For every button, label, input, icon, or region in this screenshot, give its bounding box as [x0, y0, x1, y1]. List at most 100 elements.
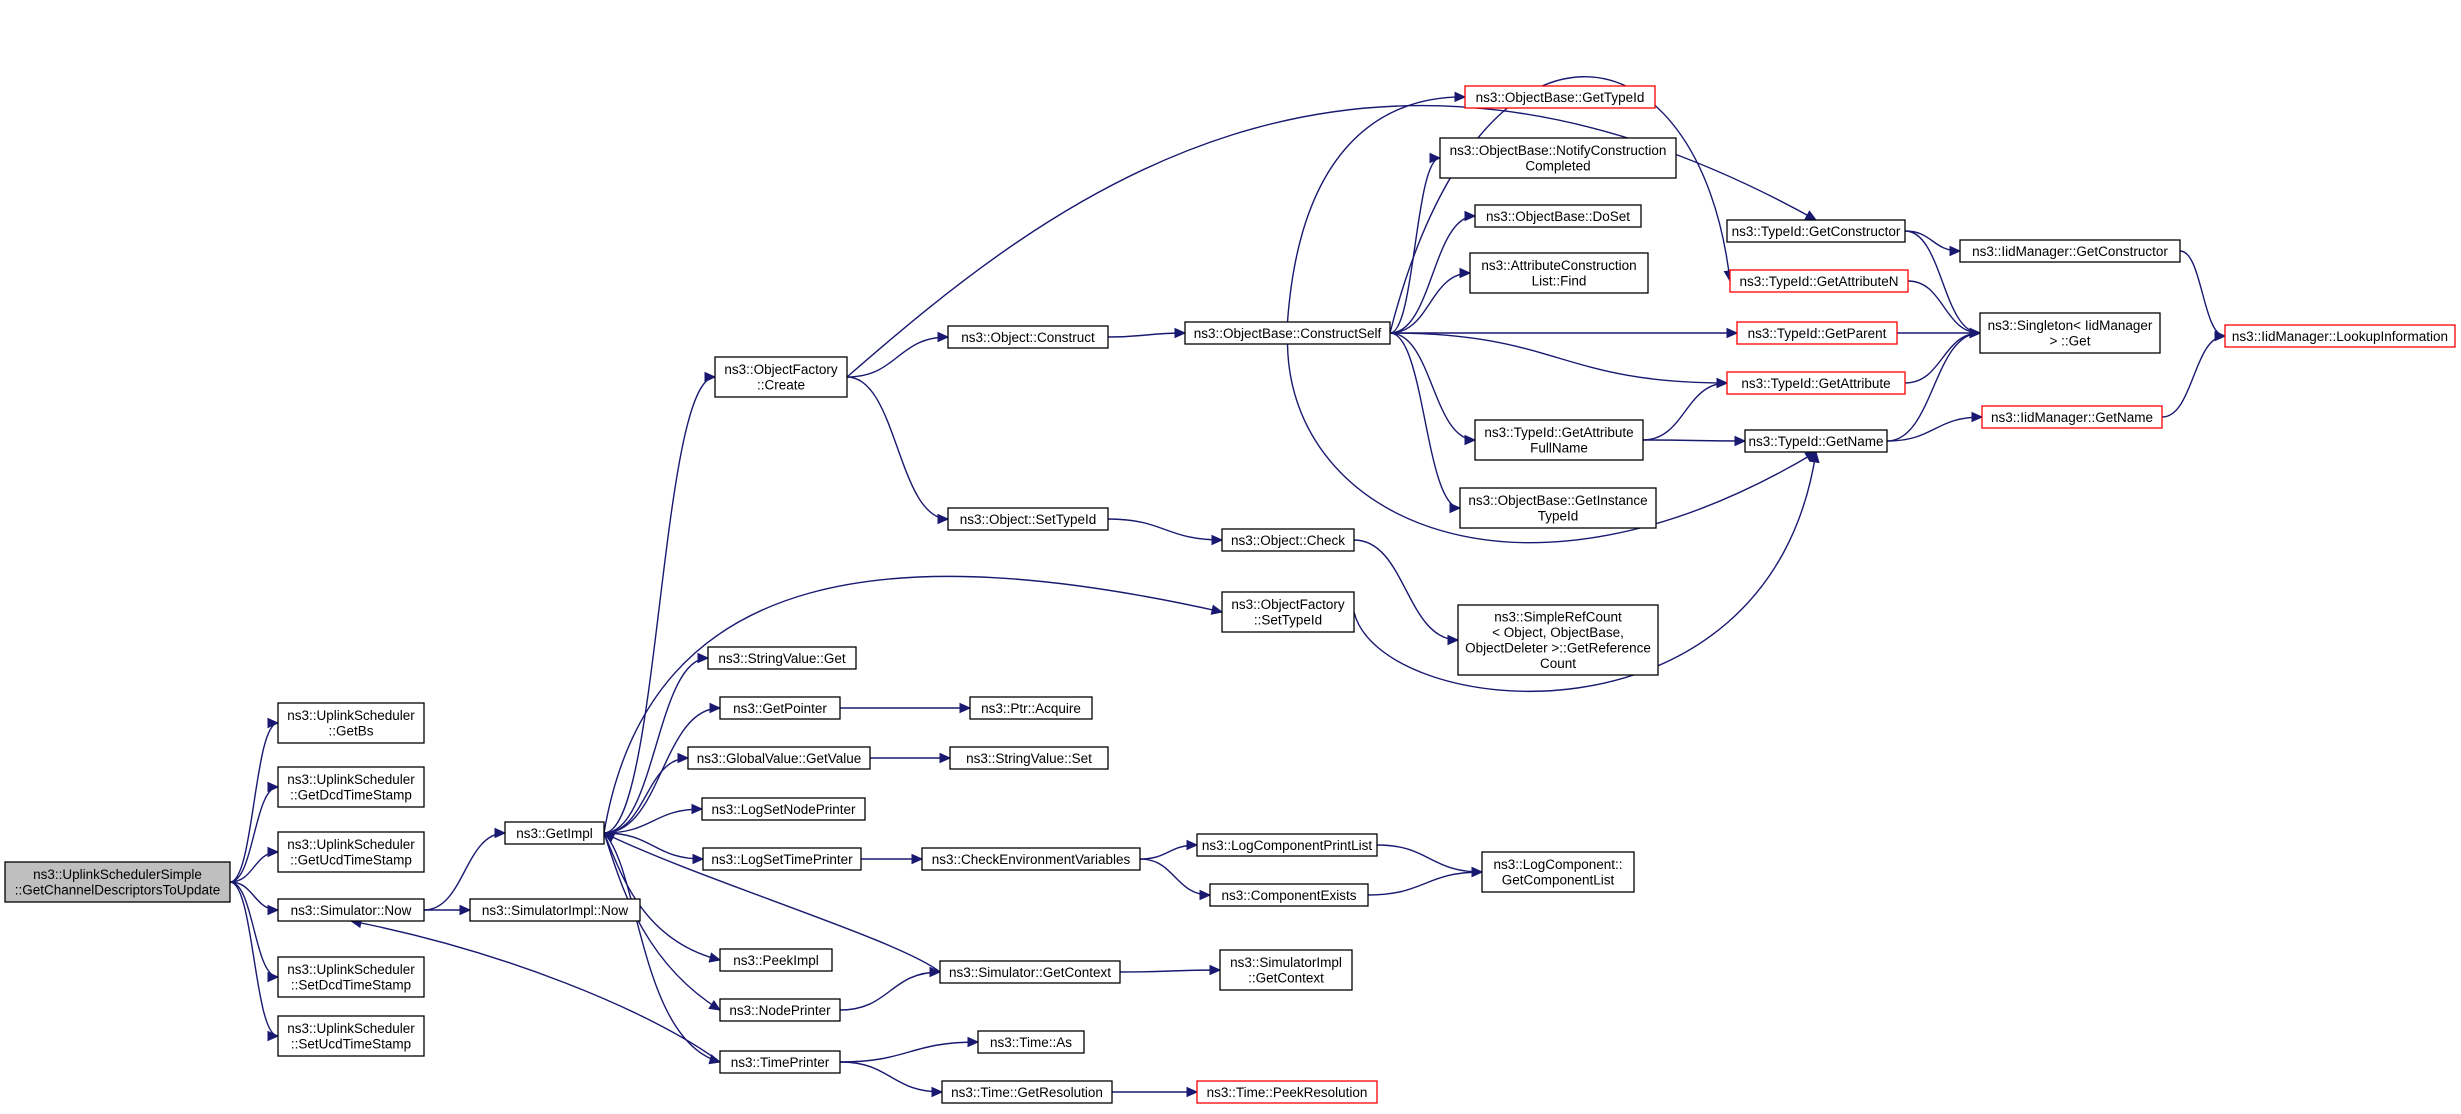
- arrowhead-gvgetvalue-to-strset: [939, 752, 952, 764]
- node-tidgetctor[interactable]: ns3::TypeId::GetConstructor: [1726, 219, 1906, 243]
- node-gvgetvalue[interactable]: ns3::GlobalValue::GetValue: [687, 746, 871, 770]
- node-box: [947, 507, 1109, 531]
- node-simimplnow[interactable]: ns3::SimulatorImpl::Now: [469, 898, 641, 922]
- node-obgettid[interactable]: ns3::ObjectBase::GetTypeId: [1464, 85, 1656, 109]
- node-ofsettid[interactable]: ns3::ObjectFactory::SetTypeId: [1221, 591, 1355, 633]
- node-simnow[interactable]: ns3::Simulator::Now: [277, 898, 425, 922]
- node-getdcd[interactable]: ns3::UplinkScheduler::GetDcdTimeStamp: [277, 766, 425, 808]
- node-box: [1729, 269, 1909, 293]
- node-tidgetattr[interactable]: ns3::TypeId::GetAttribute: [1726, 371, 1906, 395]
- node-obconstructself[interactable]: ns3::ObjectBase::ConstructSelf: [1184, 321, 1391, 345]
- node-label-line: GetComponentList: [1502, 873, 1615, 888]
- node-box: [1459, 487, 1657, 529]
- node-objconstruct[interactable]: ns3::Object::Construct: [947, 325, 1109, 349]
- arrowhead-checkenv-to-compexists: [1199, 889, 1212, 901]
- arrowhead-getpointer-to-ptracquire: [959, 702, 972, 714]
- node-label-line: ns3::UplinkScheduler: [287, 708, 415, 723]
- call-edge-timeprinter-to-timeas: [839, 1041, 979, 1063]
- node-objcheck[interactable]: ns3::Object::Check: [1221, 528, 1355, 552]
- node-label-line: ns3::StringValue::Get: [718, 651, 846, 666]
- node-timeprinter[interactable]: ns3::TimePrinter: [719, 1050, 841, 1074]
- node-iidgetctor[interactable]: ns3::IidManager::GetConstructor: [1959, 239, 2181, 263]
- node-label-line: ns3::LogSetTimePrinter: [711, 852, 853, 867]
- node-tidgetattrn[interactable]: ns3::TypeId::GetAttributeN: [1729, 269, 1909, 293]
- node-box: [701, 797, 866, 821]
- node-box: [1196, 833, 1378, 857]
- node-strset[interactable]: ns3::StringValue::Set: [949, 746, 1109, 770]
- arrowhead-root-to-getbs: [267, 717, 280, 729]
- node-simimplctx[interactable]: ns3::SimulatorImpl::GetContext: [1219, 949, 1353, 991]
- arrowhead-simnow-to-getimpl: [494, 827, 507, 839]
- node-label-line: ObjectDeleter >::GetReference: [1465, 641, 1651, 656]
- node-label-line: ::GetContext: [1248, 971, 1324, 986]
- node-setucd[interactable]: ns3::UplinkScheduler::SetUcdTimeStamp: [277, 1015, 425, 1057]
- node-box: [1726, 219, 1906, 243]
- node-getbs[interactable]: ns3::UplinkScheduler::GetBs: [277, 702, 425, 744]
- node-tidgetparent[interactable]: ns3::TypeId::GetParent: [1736, 321, 1898, 345]
- node-strget[interactable]: ns3::StringValue::Get: [707, 646, 857, 670]
- node-box: [921, 847, 1141, 871]
- node-label-line: ns3::GetImpl: [516, 826, 593, 841]
- node-checkenv[interactable]: ns3::CheckEnvironmentVariables: [921, 847, 1141, 871]
- call-edge-simgetctx-to-simimplctx: [1119, 969, 1221, 973]
- node-label-line: ns3::IidManager::GetName: [1991, 410, 2153, 425]
- node-box: [1221, 591, 1355, 633]
- node-label-line: ns3::LogComponent::: [1493, 857, 1622, 872]
- node-timegetres[interactable]: ns3::Time::GetResolution: [941, 1080, 1113, 1104]
- node-label-line: ns3::UplinkScheduler: [287, 962, 415, 977]
- node-root[interactable]: ns3::UplinkSchedulerSimple::GetChannelDe…: [4, 861, 231, 903]
- node-box: [714, 356, 848, 398]
- node-label-line: ns3::ObjectBase::NotifyConstruction: [1450, 143, 1667, 158]
- node-getimpl[interactable]: ns3::GetImpl: [504, 821, 605, 845]
- node-label-line: ns3::Ptr::Acquire: [981, 701, 1081, 716]
- node-setdcd[interactable]: ns3::UplinkScheduler::SetDcdTimeStamp: [277, 956, 425, 998]
- node-label-line: Count: [1540, 656, 1576, 671]
- arrowhead-compexists-to-logcompget: [1471, 866, 1484, 878]
- call-edge-ofcreate-to-objsettid: [846, 376, 949, 520]
- node-label-line: ns3::ComponentExists: [1221, 888, 1356, 903]
- call-edge-objsettid-to-objcheck: [1107, 518, 1223, 541]
- arrowhead-timegetres-to-timepeekres: [1186, 1086, 1199, 1098]
- node-ofcreate[interactable]: ns3::ObjectFactory::Create: [714, 356, 848, 398]
- node-getpointer[interactable]: ns3::GetPointer: [719, 696, 841, 720]
- arrowhead-obconstructself-to-attrfind: [1459, 267, 1472, 279]
- node-simplerefcount[interactable]: ns3::SimpleRefCount< Object, ObjectBase,…: [1457, 604, 1659, 676]
- call-edge-simnow-to-getimpl: [423, 832, 506, 911]
- node-logcompget[interactable]: ns3::LogComponent::GetComponentList: [1481, 851, 1635, 893]
- node-label-line: ns3::ObjectFactory: [724, 362, 838, 377]
- node-timepeekres[interactable]: ns3::Time::PeekResolution: [1196, 1080, 1378, 1104]
- node-peekimpl[interactable]: ns3::PeekImpl: [719, 948, 833, 972]
- node-label-line: ns3::ObjectBase::GetInstance: [1468, 493, 1647, 508]
- node-tidgetname[interactable]: ns3::TypeId::GetName: [1744, 429, 1888, 453]
- node-label-line: ::GetDcdTimeStamp: [290, 788, 412, 803]
- node-box: [277, 831, 425, 873]
- node-ptracquire[interactable]: ns3::Ptr::Acquire: [969, 696, 1093, 720]
- node-lognode[interactable]: ns3::LogSetNodePrinter: [701, 797, 866, 821]
- node-label-line: ::GetUcdTimeStamp: [290, 853, 412, 868]
- node-label-line: ns3::UplinkScheduler: [287, 772, 415, 787]
- node-objsettid[interactable]: ns3::Object::SetTypeId: [947, 507, 1109, 531]
- node-logcomplist[interactable]: ns3::LogComponentPrintList: [1196, 833, 1378, 857]
- node-obnotify[interactable]: ns3::ObjectBase::NotifyConstructionCompl…: [1439, 137, 1677, 179]
- node-label-line: ns3::Simulator::GetContext: [949, 965, 1111, 980]
- node-obdoset[interactable]: ns3::ObjectBase::DoSet: [1474, 204, 1642, 228]
- arrowhead-getimpl-to-lognode: [691, 803, 704, 815]
- node-box: [1209, 883, 1369, 907]
- node-label-line: ::GetBs: [328, 724, 373, 739]
- node-timeas[interactable]: ns3::Time::As: [977, 1030, 1085, 1054]
- node-logtime[interactable]: ns3::LogSetTimePrinter: [702, 847, 862, 871]
- node-simgetctx[interactable]: ns3::Simulator::GetContext: [939, 960, 1121, 984]
- node-compexists[interactable]: ns3::ComponentExists: [1209, 883, 1369, 907]
- node-iidlookup[interactable]: ns3::IidManager::LookupInformation: [2224, 324, 2456, 348]
- node-nodeprinter[interactable]: ns3::NodePrinter: [719, 998, 841, 1022]
- node-iidgetname[interactable]: ns3::IidManager::GetName: [1981, 405, 2163, 429]
- node-box: [1481, 851, 1635, 893]
- arrowhead-tidgetname-to-iidgetname: [1971, 411, 1984, 423]
- node-box: [947, 325, 1109, 349]
- node-box: [707, 646, 857, 670]
- node-getucd[interactable]: ns3::UplinkScheduler::GetUcdTimeStamp: [277, 831, 425, 873]
- node-singletonget[interactable]: ns3::Singleton< IidManager> ::Get: [1979, 312, 2161, 354]
